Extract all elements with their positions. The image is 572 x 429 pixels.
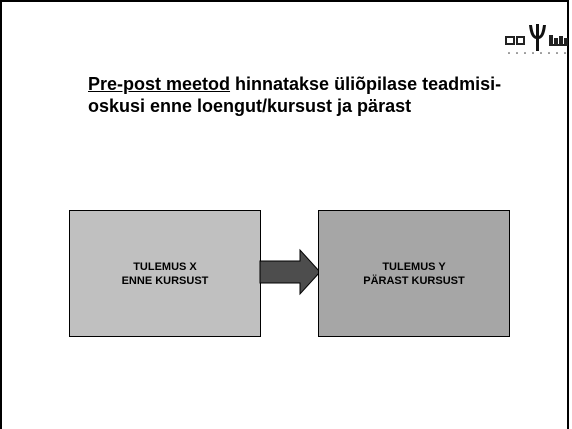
result-y-sublabel: PÄRAST KURSUST (363, 274, 465, 287)
slide-title: Pre-post meetod hinnatakse üliõpilase te… (88, 73, 558, 117)
result-x-sublabel: ENNE KURSUST (121, 274, 209, 287)
result-y-box: TULEMUS Y PÄRAST KURSUST (318, 210, 510, 337)
result-x-label: TULEMUS X (133, 260, 197, 273)
slide-title-method: Pre-post meetod (88, 74, 231, 94)
slide-title-text: hinnatakse üliõpilase teadmisi-oskusi en… (88, 74, 502, 116)
right-arrow-icon (259, 248, 321, 296)
result-x-box: TULEMUS X ENNE KURSUST (69, 210, 261, 337)
result-y-label: TULEMUS Y (382, 260, 446, 273)
university-logo-icon (505, 24, 568, 54)
